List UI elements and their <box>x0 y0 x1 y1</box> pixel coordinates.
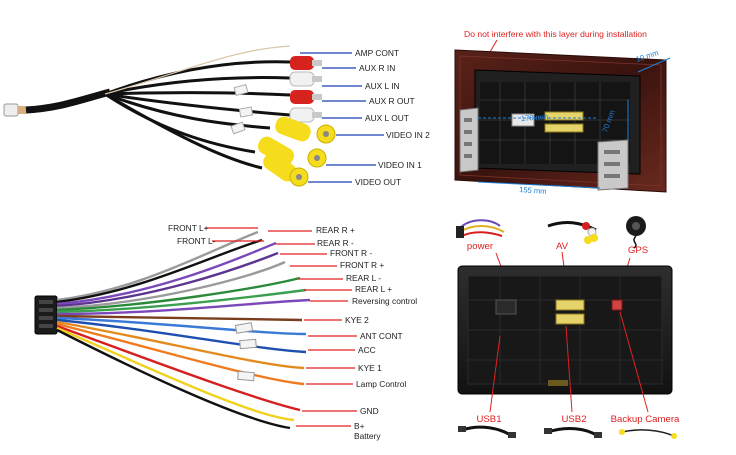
label-b-plus: B+ <box>354 421 365 431</box>
label-gps: GPS <box>628 245 648 256</box>
backup-camera-cable-thumb <box>619 429 677 439</box>
label-usb2: USB2 <box>561 414 586 425</box>
label-kye-2: KYE 2 <box>345 315 369 325</box>
dim-width-inner: 178 mm <box>521 112 549 123</box>
label-gnd: GND <box>360 406 379 416</box>
rca-plug-red-1 <box>290 56 322 70</box>
rca-plug-red-2 <box>290 90 322 104</box>
head-unit-dimensions: Do not interfere with this layer during … <box>454 29 671 196</box>
label-video-in-1: VIDEO IN 1 <box>378 160 422 170</box>
label-backup-camera: Backup Camera <box>611 414 680 425</box>
label-front-r-minus: FRONT R - <box>330 248 372 258</box>
rca-plug-white-2 <box>289 107 322 123</box>
rca-plug-yellow-3 <box>263 152 309 187</box>
label-rear-l-minus: REAR L - <box>346 273 381 283</box>
label-usb1: USB1 <box>476 414 501 425</box>
accessories-panel: power AV GPS USB1 <box>456 216 680 439</box>
av-cable-thumb <box>547 221 598 244</box>
label-front-l-minus: FRONT L- <box>177 236 216 246</box>
label-amp-cont: AMP CONT <box>355 48 399 58</box>
label-av: AV <box>556 241 569 252</box>
label-video-in-2: VIDEO IN 2 <box>386 130 430 140</box>
rca-harness: AMP CONT AUX R IN AUX L IN AUX R OUT AUX… <box>3 45 430 187</box>
label-video-out: VIDEO OUT <box>355 177 401 187</box>
dim-width-bottom: 155 mm <box>519 185 547 196</box>
usb2-cable-thumb <box>544 427 602 438</box>
harness-plug <box>3 103 19 117</box>
rca-plug-white-1 <box>289 71 322 87</box>
label-battery: Battery <box>354 431 381 441</box>
label-rear-r-plus: REAR R + <box>316 225 355 235</box>
label-front-l-plus: FRONT L+ <box>168 223 209 233</box>
label-front-r-plus: FRONT R + <box>340 260 384 270</box>
label-ant-cont: ANT CONT <box>360 331 403 341</box>
rca-plug-yellow-2 <box>257 136 327 168</box>
rca-plug-yellow-1 <box>275 116 336 144</box>
label-aux-l-in: AUX L IN <box>365 81 400 91</box>
label-aux-r-in: AUX R IN <box>359 63 395 73</box>
power-cable-thumb <box>456 219 505 238</box>
label-reversing-control: Reversing control <box>352 296 417 306</box>
label-aux-l-out: AUX L OUT <box>365 113 409 123</box>
gps-antenna-thumb <box>626 216 646 249</box>
rca-leader-lines <box>300 52 384 183</box>
power-harness: FRONT L+ FRONT L- REAR R + REAR R - FRON… <box>34 223 417 441</box>
label-rear-r-minus: REAR R - <box>317 238 354 248</box>
harness-plug-pins <box>18 106 26 114</box>
label-kye-1: KYE 1 <box>358 363 382 373</box>
usb1-cable-thumb <box>458 425 516 438</box>
label-rear-l-plus: REAR L + <box>355 284 392 294</box>
label-acc: ACC <box>358 345 376 355</box>
label-power: power <box>467 241 494 252</box>
warning-text: Do not interfere with this layer during … <box>464 29 647 39</box>
label-lamp-control: Lamp Control <box>356 379 406 389</box>
label-aux-r-out: AUX R OUT <box>369 96 415 106</box>
